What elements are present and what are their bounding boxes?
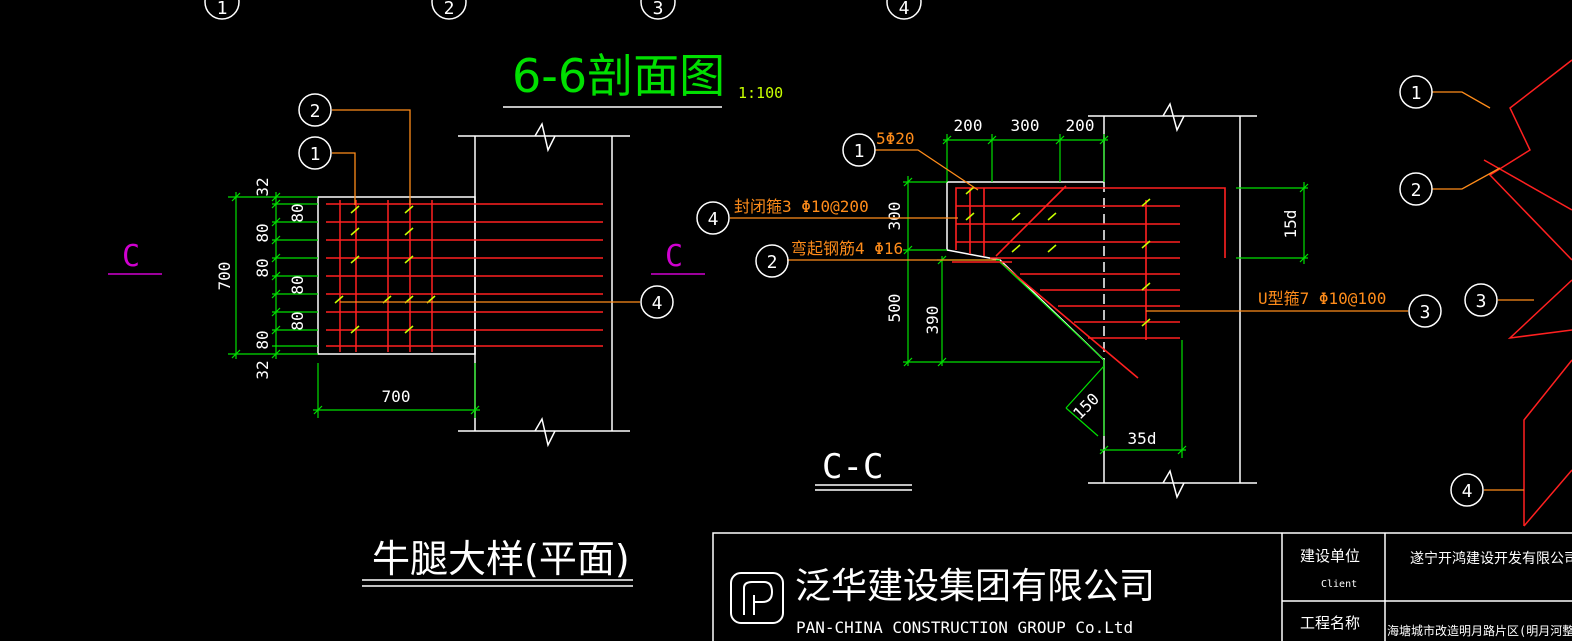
cc-stirrup-ticks <box>965 186 1151 327</box>
cc-callout-3: 3 <box>1420 302 1431 323</box>
plan-edge-dim-top: 32 <box>253 177 272 196</box>
cc-callout-3-circle <box>1408 294 1442 328</box>
plan-left-dimensions <box>228 192 318 359</box>
right-partial-detail: 1 2 3 4 <box>1399 59 1572 527</box>
client-label-cn: 建设单位 <box>1300 547 1360 565</box>
axis-bubble-4: 4 <box>899 0 910 19</box>
cut-marker-left: C <box>108 239 162 275</box>
cc-left-dim-300: 300 <box>885 202 904 231</box>
cc-callout-4: 4 <box>708 209 719 230</box>
cc-top-dim-3: 200 <box>1066 116 1095 135</box>
plan-spacing-dim-4: 80 <box>288 203 307 222</box>
cc-hook-dim: 15d <box>1281 210 1300 239</box>
section-66-title: 6-6剖面图 <box>512 49 725 103</box>
plan-detail: 2 1 4 <box>108 93 705 587</box>
plan-column-outline <box>458 121 630 448</box>
cc-left-dim-500: 500 <box>885 294 904 323</box>
top-axis-bubbles <box>204 0 922 20</box>
right-callout-1-circle <box>1399 75 1433 109</box>
cc-top-dim-2: 300 <box>1011 116 1040 135</box>
project-label-cn: 工程名称 <box>1300 614 1360 632</box>
section-cc-label: C-C <box>822 447 883 487</box>
company-logo-icon <box>730 572 784 624</box>
cc-note-closed-stirrup: 封闭箍3 Φ10@200 <box>734 197 869 216</box>
cc-left-dimensions <box>903 176 1100 367</box>
plan-spacing-dim-3: 80 <box>253 330 272 349</box>
plan-vertical-rebars <box>339 200 433 352</box>
title-block: 泛华建设集团有限公司 PAN-CHINA CONSTRUCTION GROUP … <box>712 532 1572 641</box>
company-name-cn: 泛华建设集团有限公司 <box>795 566 1155 607</box>
right-callout-2: 2 <box>1411 180 1422 201</box>
plan-stirrup-ticks <box>334 205 436 334</box>
right-callout-3-circle <box>1464 283 1498 317</box>
cc-note-u-stirrup: U型箍7 Φ10@100 <box>1258 289 1386 308</box>
axis-bubble-2: 2 <box>444 0 455 19</box>
cc-anchor-dimension <box>1099 340 1187 458</box>
cc-slope-dimension <box>999 261 1105 437</box>
client-value: 遂宁开鸿建设开发有限公司 <box>1410 550 1572 567</box>
cc-rebars <box>952 185 1226 379</box>
section-cc: 200 300 200 300 500 390 <box>696 102 1442 500</box>
plan-spacing-dim-2: 80 <box>253 258 272 277</box>
axis-bubble-1: 1 <box>217 0 228 19</box>
plan-callout-2-circle <box>298 93 332 127</box>
svg-text:C: C <box>122 239 140 274</box>
plan-callout-4: 4 <box>652 293 663 314</box>
plan-detail-title: 牛腿大样(平面) <box>372 537 630 581</box>
cc-callout-4-circle <box>696 201 730 235</box>
plan-callout-1-circle <box>298 136 332 170</box>
axis-bubble-3: 3 <box>653 0 664 19</box>
cc-callout-2: 2 <box>767 252 778 273</box>
section-66-scale: 1:100 <box>738 84 783 102</box>
cc-top-dim-1: 200 <box>954 116 983 135</box>
plan-spacing-dim-6: 80 <box>288 311 307 330</box>
cc-leaders <box>730 149 1408 312</box>
right-callout-2-circle <box>1399 172 1433 206</box>
plan-horizontal-rebars <box>326 203 603 347</box>
client-label-en: Client <box>1321 579 1357 590</box>
plan-bottom-dimension <box>313 363 480 418</box>
cc-anchor-dim: 35d <box>1128 429 1157 448</box>
cc-callout-2-circle <box>755 244 789 278</box>
right-callout-4: 4 <box>1462 481 1473 502</box>
plan-callout-2: 2 <box>310 101 321 122</box>
right-callout-1: 1 <box>1411 83 1422 104</box>
cc-hook-dimension <box>1236 182 1309 264</box>
plan-callout-4-circle <box>640 285 674 319</box>
plan-edge-dim-bottom: 32 <box>253 360 272 379</box>
svg-text:C: C <box>665 239 683 274</box>
plan-spacing-dim-5: 80 <box>288 275 307 294</box>
project-value: 海塘城市改造明月路片区(明月河整治)工程 <box>1387 623 1572 638</box>
cc-callout-1-circle <box>842 133 876 167</box>
cc-slope-dim: 150 <box>1069 389 1103 423</box>
cc-column-outline <box>1088 102 1257 500</box>
cc-callout-1: 1 <box>854 141 865 162</box>
right-callout-3: 3 <box>1476 291 1487 312</box>
right-callout-4-circle <box>1450 473 1484 507</box>
cc-left-dim-390: 390 <box>923 306 942 335</box>
cut-marker-right: C <box>651 239 705 275</box>
plan-callout-1: 1 <box>310 144 321 165</box>
cc-note-bent-bars: 弯起钢筋4 Φ16 <box>791 239 903 258</box>
plan-spacing-dim-1: 80 <box>253 223 272 242</box>
cc-top-dimensions <box>942 134 1109 182</box>
plan-width-dim: 700 <box>382 387 411 406</box>
plan-height-dim: 700 <box>215 262 234 291</box>
plan-leaders <box>332 109 640 303</box>
cc-note-main-bars: 5Φ20 <box>876 129 915 148</box>
company-name-en: PAN-CHINA CONSTRUCTION GROUP Co.Ltd <box>796 618 1133 637</box>
